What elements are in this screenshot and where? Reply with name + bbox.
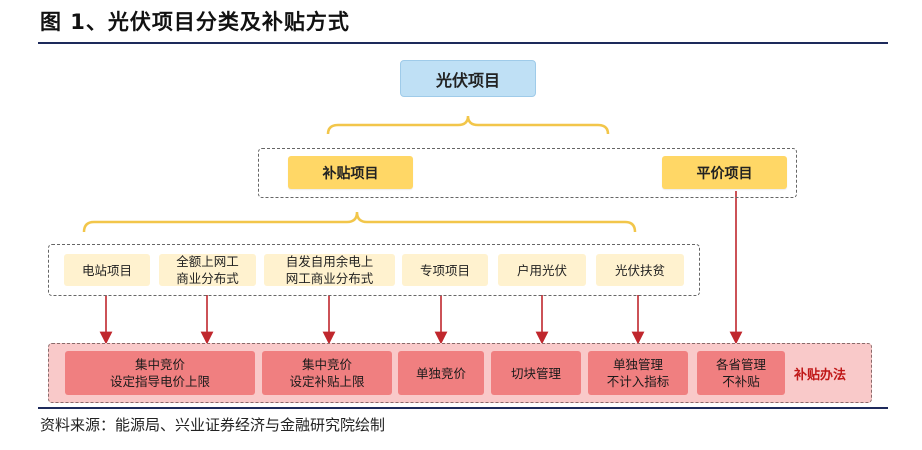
- item-box: 专项项目: [402, 254, 488, 286]
- item-box: 自发自用余电上 网工商业分布式: [264, 254, 395, 286]
- method-box: 集中竞价 设定补贴上限: [262, 351, 392, 395]
- item-line: 全额上网工: [176, 254, 239, 269]
- method-box: 单独竞价: [398, 351, 484, 395]
- method-line: 不补贴: [722, 374, 760, 389]
- method-line: 不计入指标: [606, 374, 670, 389]
- item-line: 专项项目: [419, 262, 470, 278]
- method-line: 集中竞价: [301, 357, 352, 372]
- item-line: 户用光伏: [516, 262, 567, 278]
- method-line: 单独竞价: [415, 365, 466, 381]
- method-box: 切块管理: [491, 351, 581, 395]
- category-parity: 平价项目: [662, 156, 787, 189]
- method-line: 设定补贴上限: [289, 374, 365, 389]
- method-box: 集中竞价 设定指导电价上限: [65, 351, 255, 395]
- method-line: 各省管理: [715, 357, 766, 372]
- category-subsidy: 补贴项目: [288, 156, 413, 189]
- method-line: 集中竞价: [134, 357, 185, 372]
- item-line: 电站项目: [81, 262, 132, 278]
- item-box: 电站项目: [64, 254, 150, 286]
- bottom-rule: [38, 407, 888, 409]
- methods-label: 补贴办法: [794, 368, 847, 383]
- item-box: 户用光伏: [498, 254, 586, 286]
- item-box: 全额上网工 商业分布式: [159, 254, 256, 286]
- figure-title: 图 1、光伏项目分类及补贴方式: [40, 10, 350, 34]
- method-line: 切块管理: [510, 365, 561, 381]
- root-node: 光伏项目: [400, 60, 536, 97]
- method-line: 设定指导电价上限: [109, 374, 210, 389]
- source-note: 资料来源：能源局、兴业证券经济与金融研究院绘制: [40, 416, 386, 434]
- brace-subsidy: [82, 211, 637, 233]
- items-container: [48, 244, 700, 296]
- method-line: 单独管理: [612, 357, 663, 372]
- item-line: 商业分布式: [176, 271, 239, 286]
- brace-root: [326, 115, 610, 135]
- category-container: [258, 148, 797, 198]
- method-box: 单独管理 不计入指标: [588, 351, 688, 395]
- item-line: 光伏扶贫: [614, 262, 665, 278]
- item-box: 光伏扶贫: [596, 254, 684, 286]
- method-box: 各省管理 不补贴: [697, 351, 785, 395]
- item-line: 网工商业分布式: [285, 271, 374, 286]
- item-line: 自发自用余电上: [285, 254, 374, 269]
- top-rule: [38, 42, 888, 44]
